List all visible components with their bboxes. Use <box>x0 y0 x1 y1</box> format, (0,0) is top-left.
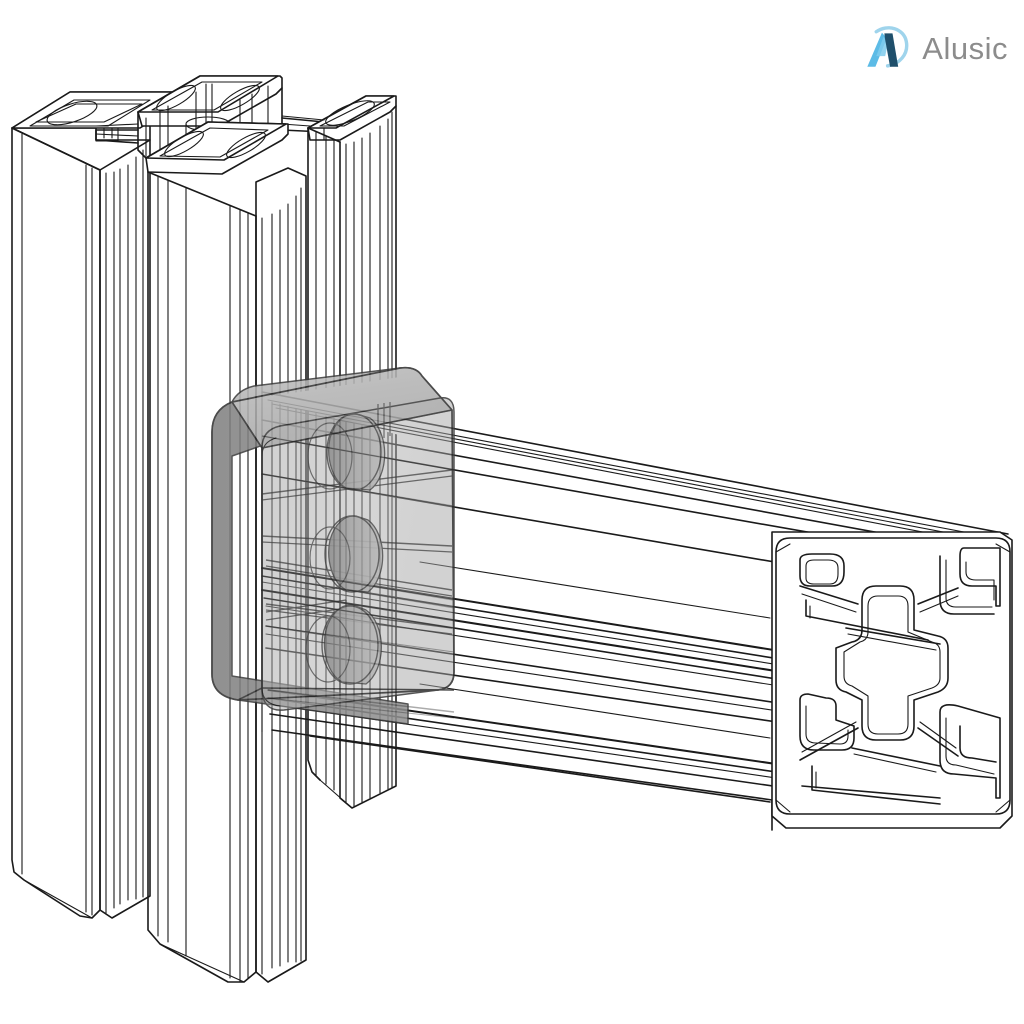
bracket-see-through-lines <box>261 435 455 719</box>
brand-lockup: Alusic <box>860 20 1008 76</box>
beam-end-cross-section <box>771 531 1013 829</box>
bracket-bore-2 <box>309 515 384 593</box>
bracket-bore-3 <box>305 604 383 685</box>
column-left <box>11 91 201 919</box>
brand-wordmark: Alusic <box>922 30 1008 66</box>
beam-slot-detail-lines <box>419 561 771 739</box>
end-bracket <box>211 366 455 725</box>
column-top-connector-tabs <box>95 115 325 127</box>
alusic-logo-icon <box>867 26 909 68</box>
bracket-bore-1 <box>307 413 386 491</box>
